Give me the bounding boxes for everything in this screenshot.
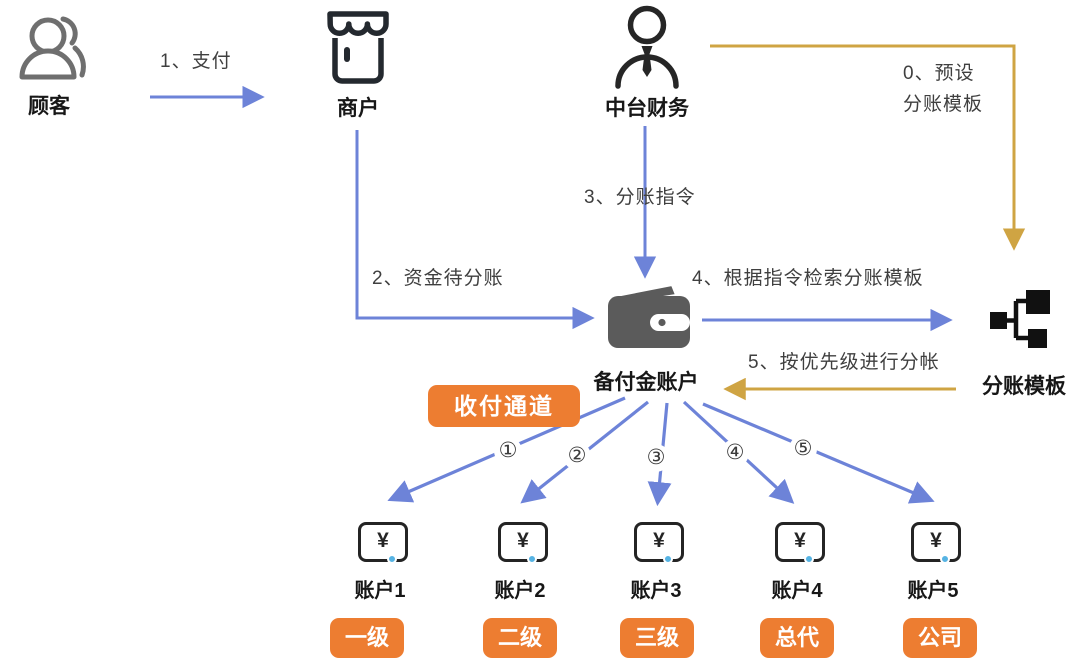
finance-label: 中台财务 xyxy=(605,97,689,120)
card-dot xyxy=(804,554,814,564)
step0-label-line2: 分账模板 xyxy=(903,94,984,115)
account-4-label: 账户4 xyxy=(771,580,823,602)
account-4-tier-badge: 总代 xyxy=(760,618,834,658)
split-marker-3: ③ xyxy=(642,444,670,472)
split-template-label: 分账模板 xyxy=(982,375,1066,398)
yuan-symbol: ¥ xyxy=(653,529,665,552)
account-card-icon: ¥ xyxy=(911,522,961,564)
split-template-icon xyxy=(990,290,1050,348)
account-3-label: 账户3 xyxy=(630,580,682,602)
card-dot xyxy=(940,554,950,564)
finance-person-icon xyxy=(615,5,679,89)
yuan-symbol: ¥ xyxy=(377,529,389,552)
yuan-symbol: ¥ xyxy=(930,529,942,552)
reserve-account-label: 备付金账户 xyxy=(593,371,699,394)
account-card-icon: ¥ xyxy=(775,522,825,564)
merchant-store-icon xyxy=(327,11,389,84)
account-card-icon: ¥ xyxy=(358,522,408,564)
account-2-label: 账户2 xyxy=(494,580,546,602)
payment-channel-badge: 收付通道 xyxy=(428,385,580,427)
account-card-icon: ¥ xyxy=(498,522,548,564)
step2-label: 2、资金待分账 xyxy=(372,268,504,289)
split-marker-5: ⑤ xyxy=(789,435,817,463)
step0-label: 0、预设 分账模板 xyxy=(903,58,983,120)
account-5-label: 账户5 xyxy=(907,580,959,602)
account-1-tier-badge: 一级 xyxy=(330,618,404,658)
account-1-label: 账户1 xyxy=(354,580,406,602)
yuan-symbol: ¥ xyxy=(794,529,806,552)
account-3-tier-badge: 三级 xyxy=(620,618,694,658)
step0-label-line1: 0、预设 xyxy=(903,63,975,84)
step5-label: 5、按优先级进行分帐 xyxy=(748,352,940,373)
customer-label: 顾客 xyxy=(28,95,70,118)
step1-label: 1、支付 xyxy=(160,51,232,72)
customer-icon xyxy=(19,16,86,80)
account-card-icon: ¥ xyxy=(634,522,684,564)
card-dot xyxy=(387,554,397,564)
yuan-symbol: ¥ xyxy=(517,529,529,552)
split-marker-2: ② xyxy=(563,442,591,470)
reserve-wallet-icon xyxy=(608,283,690,348)
account-5-tier-badge: 公司 xyxy=(903,618,977,658)
split-marker-1: ① xyxy=(494,437,522,465)
card-dot xyxy=(527,554,537,564)
split-marker-4: ④ xyxy=(721,439,749,467)
step4-label: 4、根据指令检索分账模板 xyxy=(692,268,924,289)
account-2-tier-badge: 二级 xyxy=(483,618,557,658)
step3-label: 3、分账指令 xyxy=(584,187,696,208)
card-dot xyxy=(663,554,673,564)
merchant-label: 商户 xyxy=(337,97,379,120)
